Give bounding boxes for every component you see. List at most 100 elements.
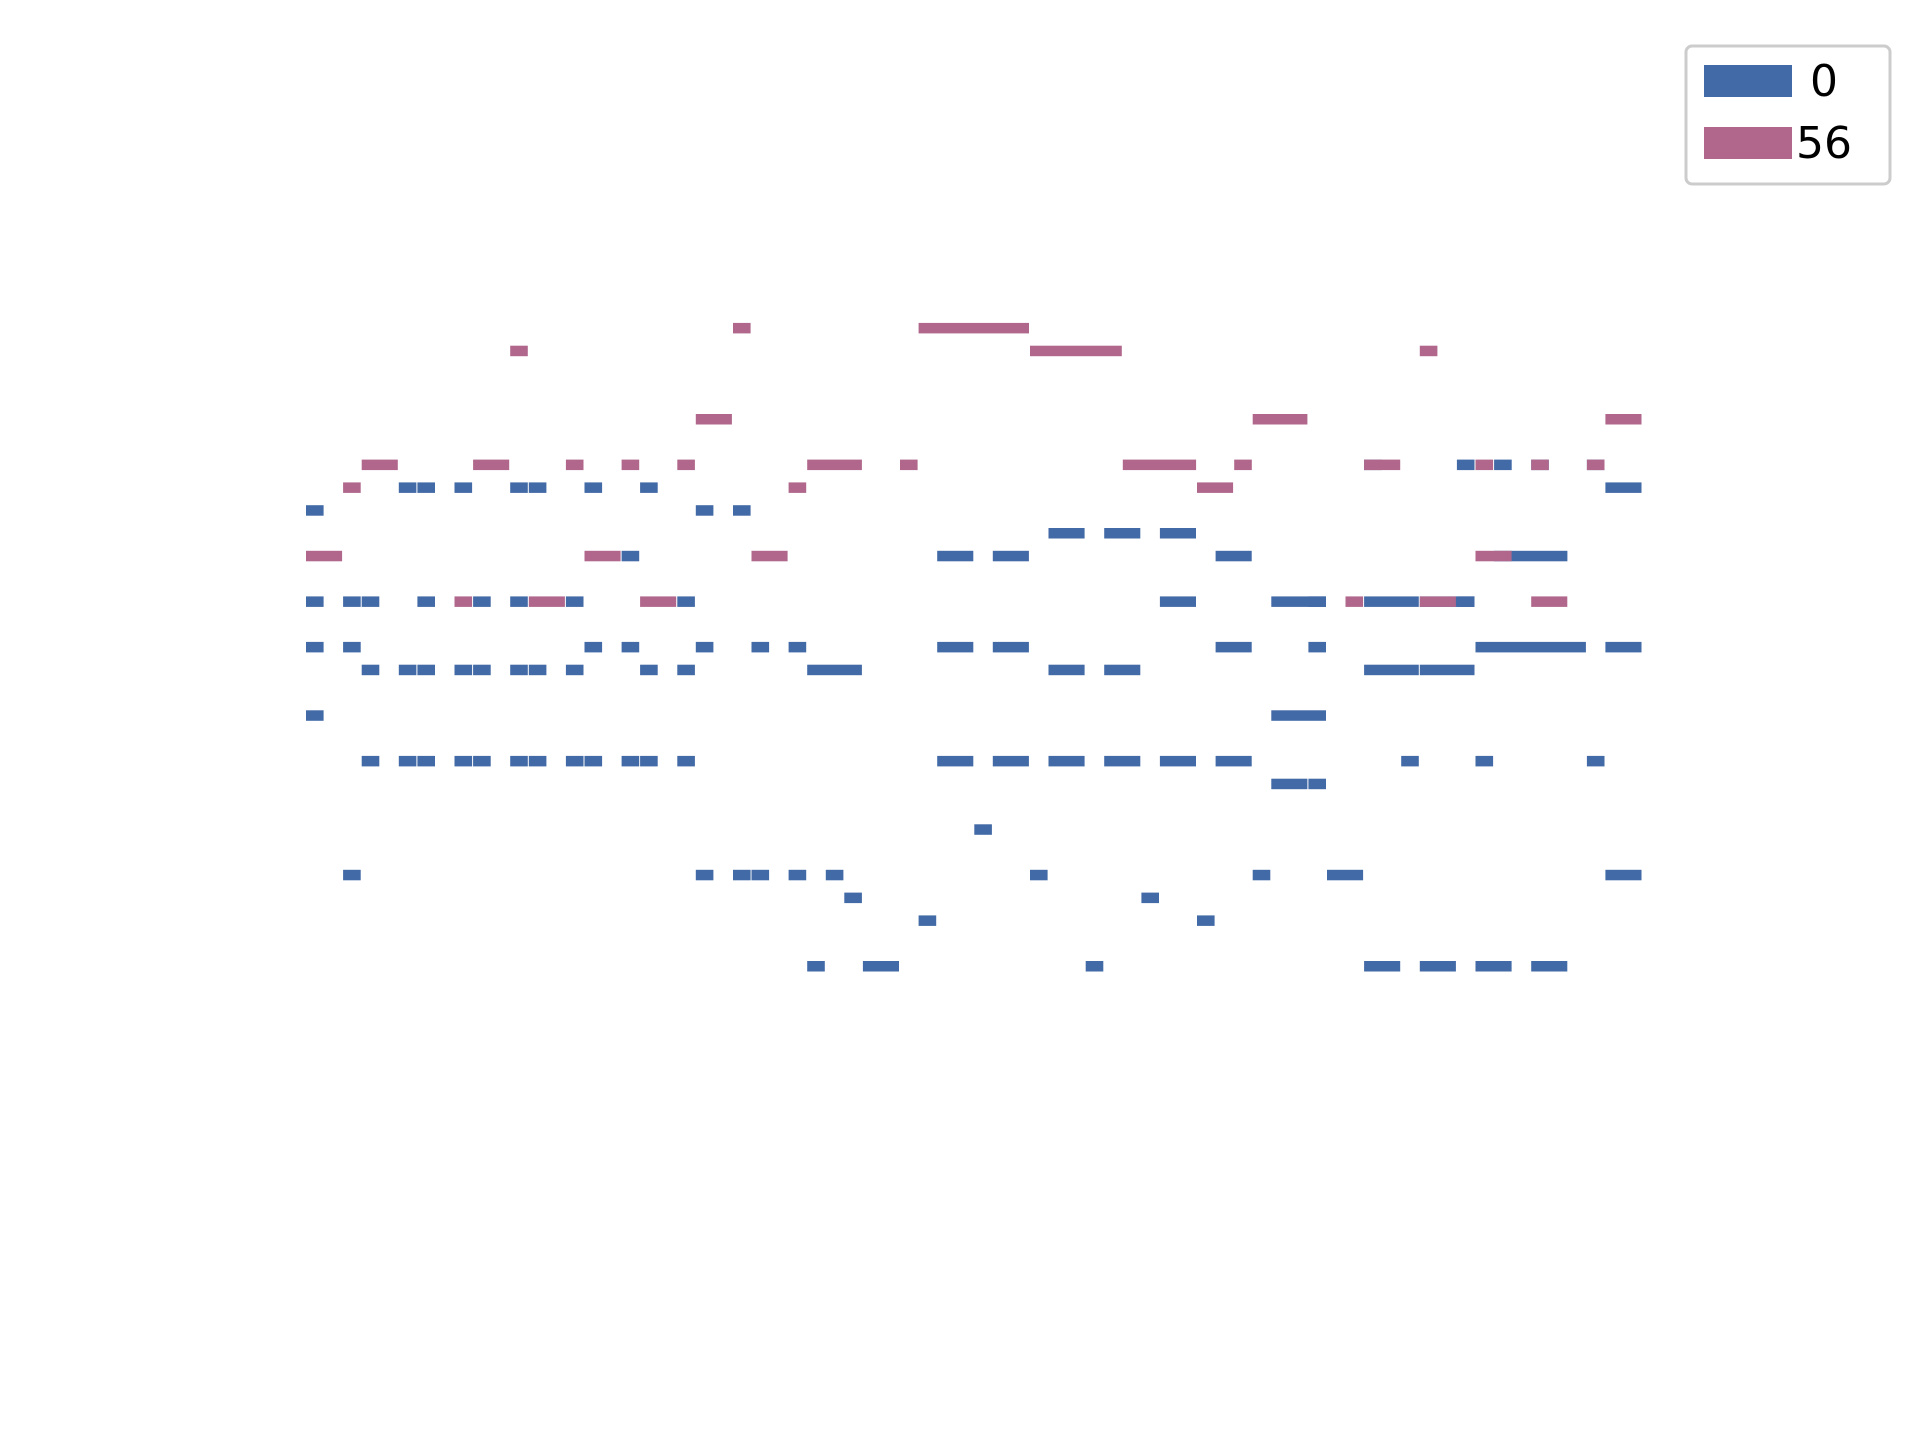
note-0-54: [807, 664, 862, 676]
note-0-95: [1401, 755, 1419, 767]
note-0-47: [695, 869, 714, 881]
note-1-4: [454, 596, 473, 607]
note-0-109: [1586, 755, 1605, 767]
note-0-81: [1215, 641, 1252, 653]
note-0-17: [454, 482, 473, 493]
note-1-33: [1605, 414, 1642, 425]
note-0-21: [473, 664, 491, 676]
note-0-36: [621, 550, 640, 562]
note-0-30: [565, 596, 584, 607]
note-0-63: [974, 824, 992, 835]
note-0-69: [1048, 664, 1085, 676]
note-0-51: [751, 869, 770, 881]
note-0-60: [937, 550, 974, 562]
note-0-78: [1159, 755, 1196, 767]
note-0-65: [992, 641, 1029, 653]
note-1-13: [733, 322, 751, 334]
note-0-20: [473, 596, 491, 607]
note-1-15: [788, 482, 807, 493]
note-0-6: [343, 869, 361, 881]
note-0-76: [1159, 528, 1196, 539]
note-0-88: [1308, 641, 1326, 653]
note-1-19: [1030, 345, 1122, 357]
note-0-97: [1419, 664, 1475, 676]
note-1-24: [1345, 596, 1364, 607]
note-1-10: [640, 596, 677, 607]
note-1-0: [306, 550, 343, 562]
note-1-30: [1531, 459, 1549, 471]
note-0-100: [1456, 596, 1475, 607]
note-1-8: [584, 550, 621, 562]
note-0-46: [695, 641, 714, 653]
note-0-5: [343, 641, 361, 653]
legend-label-1: 56: [1796, 118, 1852, 169]
note-0-79: [1197, 915, 1215, 926]
note-0-83: [1252, 869, 1271, 881]
note-0-22: [473, 755, 491, 767]
note-0-43: [677, 664, 695, 676]
note-0-59: [918, 915, 937, 926]
legend-swatch-1: [1704, 127, 1792, 159]
plot-area: [306, 322, 1642, 972]
note-0-33: [584, 482, 603, 493]
note-1-3: [473, 459, 510, 471]
note-1-9: [621, 459, 640, 471]
note-0-90: [1327, 869, 1364, 881]
note-0-70: [1048, 755, 1085, 767]
note-1-32: [1586, 459, 1605, 471]
note-1-16: [807, 459, 862, 471]
note-0-23: [510, 482, 528, 493]
note-0-38: [621, 755, 640, 767]
note-0-92: [1364, 596, 1419, 607]
note-0-40: [640, 664, 658, 676]
note-1-28: [1475, 459, 1494, 471]
note-0-13: [417, 482, 435, 493]
note-0-32: [565, 755, 584, 767]
note-1-26: [1419, 345, 1438, 357]
note-0-14: [417, 596, 435, 607]
note-0-99: [1456, 459, 1475, 471]
note-0-68: [1048, 528, 1085, 539]
note-0-77: [1159, 596, 1196, 607]
note-0-67: [1030, 869, 1048, 881]
note-0-111: [1605, 641, 1642, 653]
note-0-37: [621, 641, 640, 653]
note-0-1: [306, 596, 324, 607]
note-0-112: [1605, 869, 1642, 881]
note-1-23: [1252, 414, 1308, 425]
note-0-41: [640, 755, 658, 767]
note-0-35: [584, 755, 603, 767]
note-1-6: [528, 596, 565, 607]
note-0-53: [788, 869, 807, 881]
note-1-18: [918, 322, 1029, 334]
note-0-3: [306, 710, 324, 721]
note-1-5: [510, 345, 528, 357]
note-0-42: [677, 596, 695, 607]
note-0-29: [528, 755, 547, 767]
note-0-50: [751, 641, 770, 653]
legend: 0 56: [1684, 44, 1892, 186]
note-0-66: [992, 755, 1029, 767]
note-0-24: [510, 596, 528, 607]
note-1-11: [677, 459, 695, 471]
note-0-55: [807, 961, 825, 972]
note-0-39: [640, 482, 658, 493]
note-0-48: [733, 505, 751, 516]
note-0-4: [343, 596, 361, 607]
note-0-56: [825, 869, 844, 881]
note-0-19: [454, 755, 473, 767]
note-0-64: [992, 550, 1029, 562]
note-0-87: [1308, 596, 1326, 607]
note-0-10: [398, 482, 417, 493]
note-0-107: [1531, 961, 1568, 972]
note-0-75: [1141, 892, 1159, 904]
note-0-89: [1308, 778, 1326, 790]
note-0-93: [1364, 664, 1419, 676]
note-1-22: [1234, 459, 1252, 471]
note-1-27: [1419, 596, 1456, 607]
note-0-101: [1475, 755, 1494, 767]
note-0-102: [1475, 641, 1586, 653]
note-0-49: [733, 869, 751, 881]
legend-swatch-0: [1704, 65, 1792, 97]
